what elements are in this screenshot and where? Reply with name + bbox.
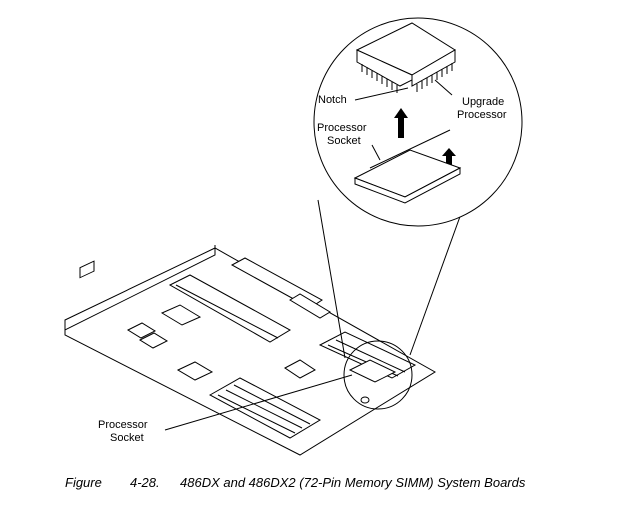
notch-label: Notch [318, 94, 347, 106]
socket-highlight-circle [343, 340, 413, 410]
figure-caption-prefix: Figure [65, 475, 102, 490]
inset-socket-label-1: Processor [317, 122, 367, 134]
board-socket-label-1: Processor [98, 419, 148, 431]
figure-caption-number: 4-28. [130, 475, 160, 490]
upgrade-processor-label-2: Processor [457, 109, 507, 121]
upgrade-processor-label-1: Upgrade [462, 96, 504, 108]
system-board [64, 245, 436, 456]
board-socket-label-2: Socket [110, 432, 144, 444]
board-socket-leader [164, 374, 353, 431]
board-processor-socket [348, 359, 397, 383]
magnify-line-left [317, 199, 346, 359]
lift-arrow-icon [394, 108, 408, 138]
release-arrow-icon [442, 148, 456, 168]
figure-caption-text: 486DX and 486DX2 (72-Pin Memory SIMM) Sy… [180, 475, 526, 490]
inset-socket-label-2: Socket [327, 135, 361, 147]
inset-detail [313, 17, 523, 227]
